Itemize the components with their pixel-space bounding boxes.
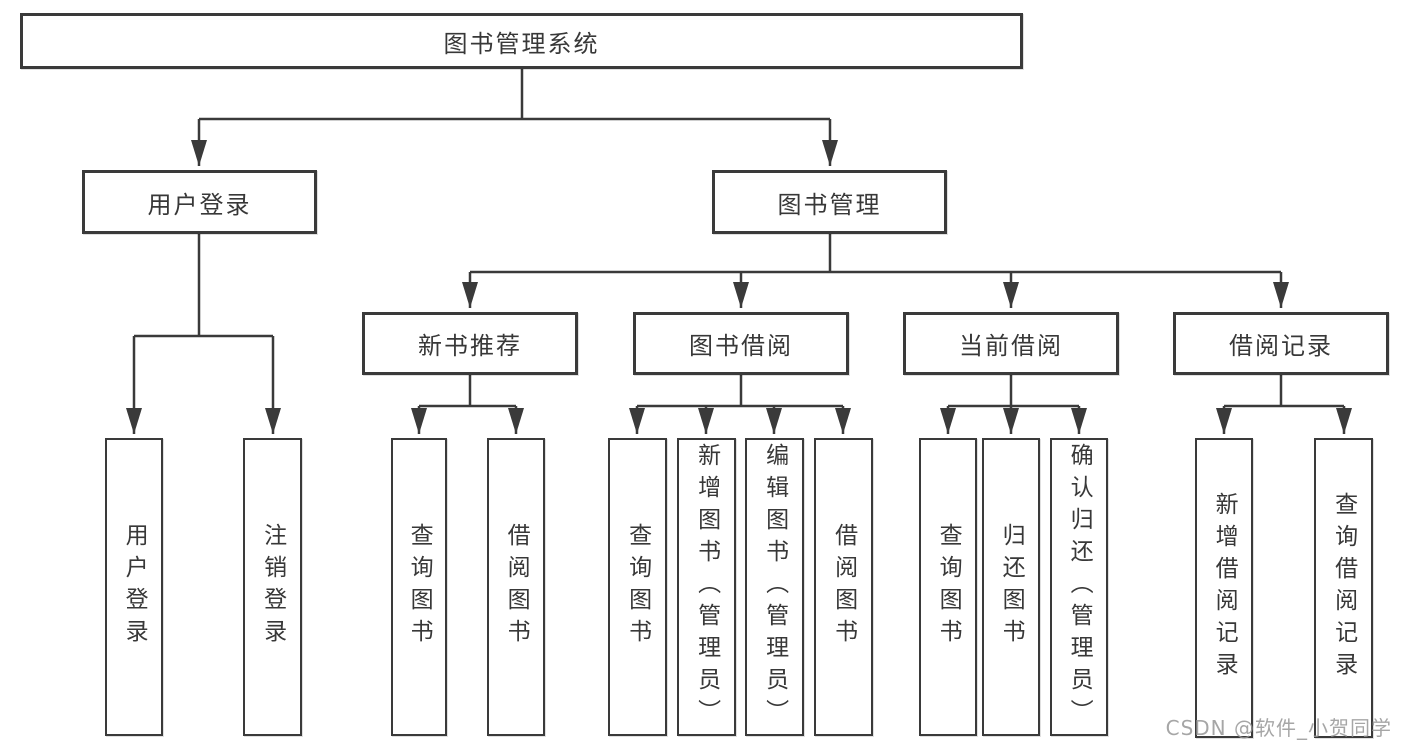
leaf-label: 查询图书 [624,523,651,651]
leaf-query-books-current: 查询图书 [919,438,977,736]
node-book-borrowing: 图书借阅 [633,312,849,375]
node-user-login: 用户登录 [82,170,317,234]
node-borrowing-records: 借阅记录 [1173,312,1389,375]
leaf-query-borrow-record: 查询借阅记录 [1314,438,1373,738]
watermark-text: CSDN @软件_小贺同学 [1165,716,1392,740]
leaf-label: 确认归还（管理员） [1066,443,1093,731]
edge-current-branch [948,375,1079,408]
leaf-label: 归还图书 [998,523,1025,651]
leaf-label: 查询图书 [935,523,962,651]
leaf-return-books: 归还图书 [982,438,1040,736]
node-book-management: 图书管理 [712,170,947,234]
leaf-label: 新增图书（管理员） [693,443,720,731]
leaf-confirm-return-admin: 确认归还（管理员） [1050,438,1108,736]
leaf-label: 注销登录 [259,523,286,651]
leaf-label: 用户登录 [121,523,148,651]
leaf-label: 新增借阅记录 [1211,492,1238,684]
leaf-query-books-borrowing: 查询图书 [608,438,667,736]
node-new-book-recommend: 新书推荐 [362,312,578,375]
leaf-query-books-recommend: 查询图书 [391,438,447,736]
leaf-logout: 注销登录 [243,438,302,736]
edge-newbooks-branch [419,375,516,408]
leaf-add-borrow-record: 新增借阅记录 [1195,438,1253,738]
leaf-user-login: 用户登录 [105,438,163,736]
leaf-label: 查询借阅记录 [1330,492,1357,684]
edge-borrowing-branch [637,375,843,408]
leaf-label: 借阅图书 [503,523,530,651]
leaf-label: 借阅图书 [830,523,857,651]
leaf-label: 编辑图书（管理员） [761,443,788,731]
edge-records-branch [1224,375,1344,408]
leaf-borrow-books-borrowing: 借阅图书 [814,438,873,736]
node-current-borrowing: 当前借阅 [903,312,1119,375]
node-library-management-system: 图书管理系统 [20,13,1023,69]
leaf-add-books-admin: 新增图书（管理员） [677,438,736,736]
leaf-edit-books-admin: 编辑图书（管理员） [745,438,804,736]
leaf-label: 查询图书 [406,523,433,651]
leaf-borrow-books-recommend: 借阅图书 [487,438,545,736]
